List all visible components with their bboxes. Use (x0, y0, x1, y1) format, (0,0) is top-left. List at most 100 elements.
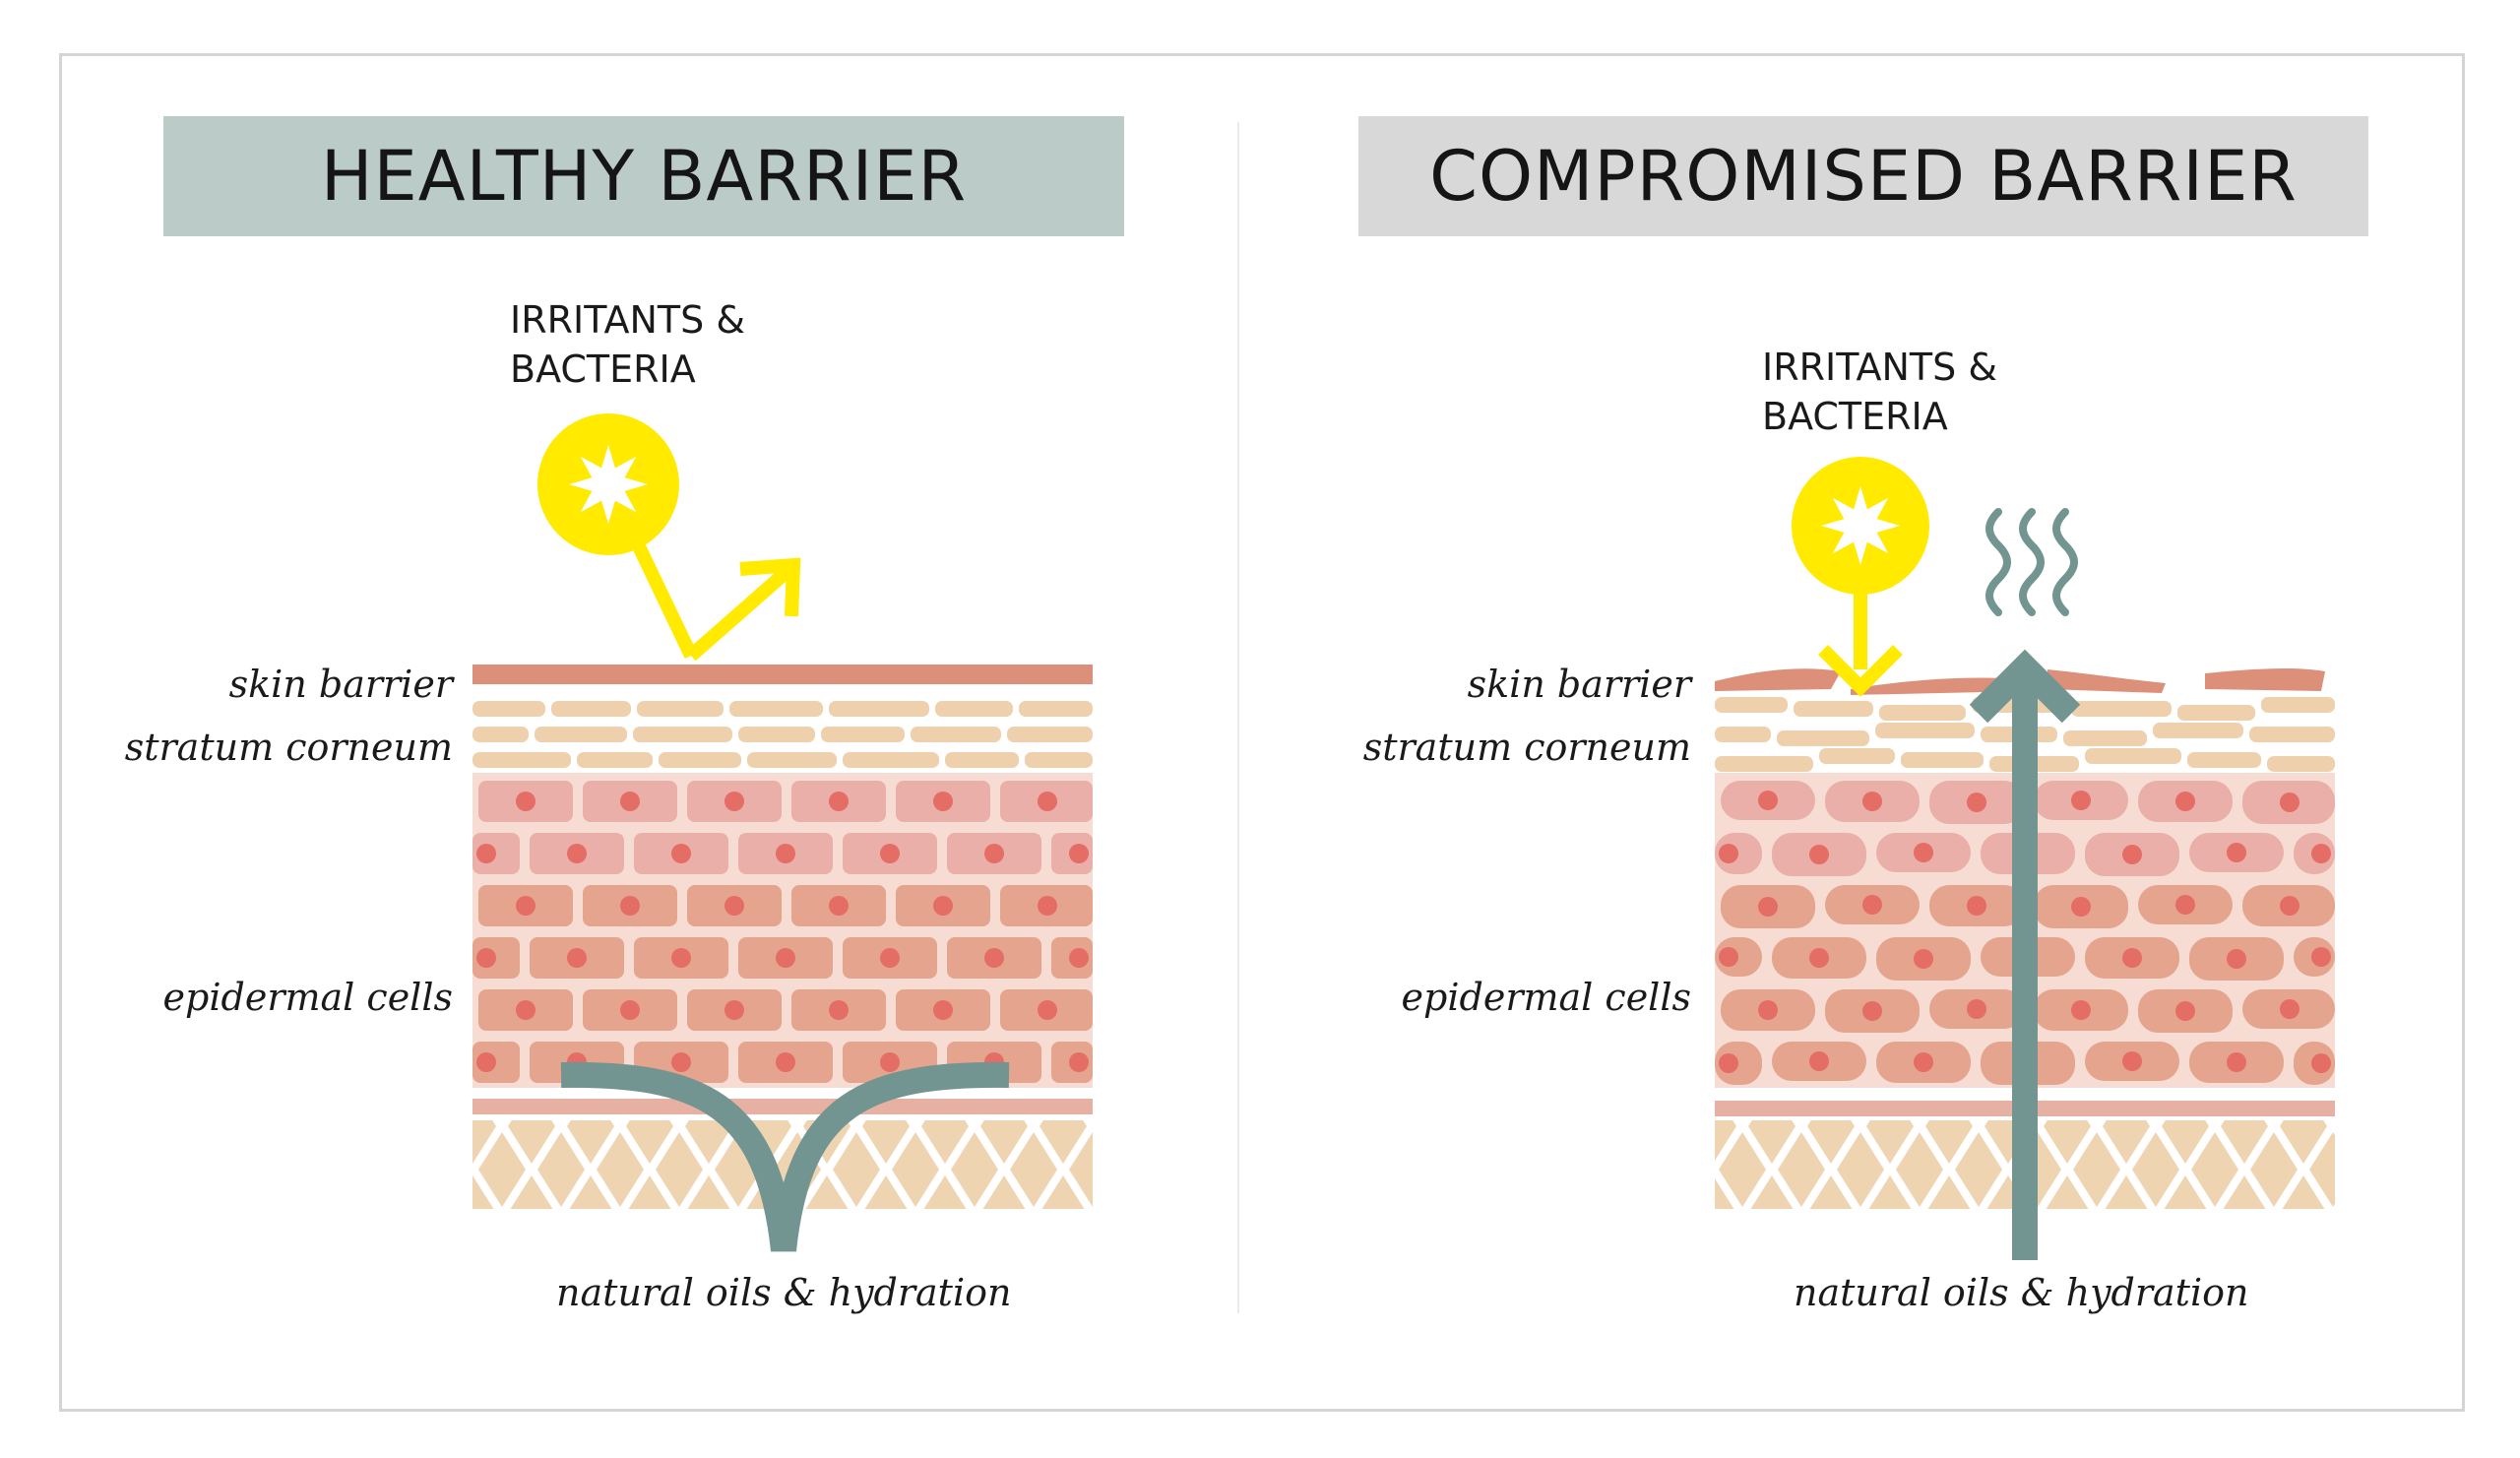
corneum-cell (472, 752, 571, 768)
cell-nucleus (2227, 843, 2246, 862)
healthy-threat-label-line1: IRRITANTS & (510, 298, 745, 342)
cell-nucleus (776, 1052, 795, 1072)
healthy-stratum-corneum-layer (472, 701, 1093, 768)
cell-nucleus (1967, 999, 1986, 1019)
healthy-deflect-path (686, 565, 792, 662)
cell-nucleus (1719, 947, 1738, 967)
corneum-cell (2085, 748, 2181, 764)
cell-nucleus (1038, 1000, 1057, 1020)
cell-nucleus (933, 896, 953, 916)
corneum-cell (472, 701, 545, 717)
cell-nucleus (1069, 844, 1089, 863)
healthy-barrier-title: HEALTHY BARRIER (163, 116, 1124, 236)
cell-nucleus (1719, 1053, 1738, 1073)
compromised-irritant-arrowhead (1818, 645, 1903, 697)
healthy-irritant (537, 413, 801, 662)
healthy-epidermal-cells-label: epidermal cells (162, 976, 453, 1019)
compromised-threat-label-line2: BACTERIA (1762, 395, 1948, 438)
corneum-cell (829, 701, 929, 717)
cell-nucleus (671, 948, 691, 968)
corneum-cell (633, 727, 732, 742)
compromised-skin-barrier-label: skin barrier (1467, 663, 1691, 706)
cell-nucleus (620, 1000, 640, 1020)
healthy-oil-arrow (560, 1061, 1010, 1252)
corneum-cell (637, 701, 724, 717)
cell-nucleus (2122, 948, 2142, 968)
corneum-cell (535, 727, 627, 742)
corneum-cell (1879, 705, 1966, 721)
cell-nucleus (1069, 1052, 1089, 1072)
cell-nucleus (1758, 1000, 1778, 1020)
cell-nucleus (1862, 895, 1882, 915)
healthy-skin-barrier-label: skin barrier (228, 663, 453, 706)
cell-nucleus (476, 1052, 496, 1072)
cell-nucleus (933, 792, 953, 811)
cell-nucleus (2280, 896, 2300, 916)
cell-nucleus (1038, 896, 1057, 916)
corneum-cell (1901, 752, 1984, 768)
corneum-cell (1715, 697, 1788, 713)
cell-nucleus (1862, 792, 1882, 811)
cell-nucleus (516, 896, 536, 916)
cell-nucleus (829, 896, 849, 916)
cell-nucleus (2122, 845, 2142, 864)
corneum-cell (2187, 752, 2261, 768)
cell-nucleus (984, 844, 1004, 863)
cell-nucleus (2280, 999, 2300, 1019)
corneum-cell (1777, 730, 1869, 746)
compromised-bottom-label: natural oils & hydration (1794, 1271, 2249, 1314)
panel-divider (1237, 122, 1239, 1313)
corneum-cell (843, 752, 939, 768)
healthy-threat-label-line2: BACTERIA (510, 348, 696, 391)
cell-nucleus (2175, 895, 2195, 915)
cell-nucleus (984, 948, 1004, 968)
corneum-cell (1007, 727, 1093, 742)
cell-nucleus (2227, 1052, 2246, 1072)
healthy-skin-barrier-layer (472, 665, 1093, 684)
cell-nucleus (1914, 1052, 1933, 1072)
corneum-cell (2063, 730, 2147, 746)
cell-nucleus (776, 948, 795, 968)
corneum-cell (911, 727, 1001, 742)
cell-nucleus (516, 792, 536, 811)
cell-nucleus (1967, 896, 1986, 916)
corneum-cell (935, 701, 1013, 717)
cell-nucleus (880, 844, 900, 863)
corneum-cell (729, 701, 823, 717)
cell-nucleus (1862, 1001, 1882, 1021)
cell-nucleus (2227, 949, 2246, 969)
cell-nucleus (2071, 897, 2091, 917)
healthy-deflect-arrowhead (739, 557, 801, 617)
burst-star-icon (1821, 486, 1900, 565)
cell-nucleus (776, 844, 795, 863)
cell-nucleus (1809, 1051, 1829, 1071)
cell-nucleus (1914, 949, 1933, 969)
cell-nucleus (724, 896, 744, 916)
corneum-cell (2153, 723, 2243, 738)
corneum-cell (747, 752, 837, 768)
corneum-cell (551, 701, 631, 717)
corneum-cell (659, 752, 741, 768)
healthy-skin-cross-section (472, 665, 1093, 1209)
burst-star-icon (569, 445, 648, 524)
compromised-epidermal-cells-label: epidermal cells (1401, 976, 1691, 1019)
cell-nucleus (2122, 1051, 2142, 1071)
cell-nucleus (1914, 843, 1933, 862)
cell-nucleus (2071, 1000, 2091, 1020)
compromised-threat-label-line1: IRRITANTS & (1762, 346, 1997, 389)
corneum-cell (1715, 756, 1813, 772)
cell-nucleus (2071, 791, 2091, 810)
cell-nucleus (2311, 1053, 2331, 1073)
cell-nucleus (1719, 844, 1738, 863)
corneum-cell (2071, 701, 2172, 717)
corneum-cell (2177, 705, 2255, 721)
cell-nucleus (1967, 792, 1986, 812)
corneum-cell (472, 727, 529, 742)
corneum-cell (1019, 701, 1093, 717)
healthy-bottom-label: natural oils & hydration (556, 1271, 1012, 1314)
corneum-cell (1819, 748, 1895, 764)
corneum-cell (577, 752, 653, 768)
corneum-cell (821, 727, 905, 742)
cell-nucleus (2311, 947, 2331, 967)
cell-nucleus (880, 948, 900, 968)
